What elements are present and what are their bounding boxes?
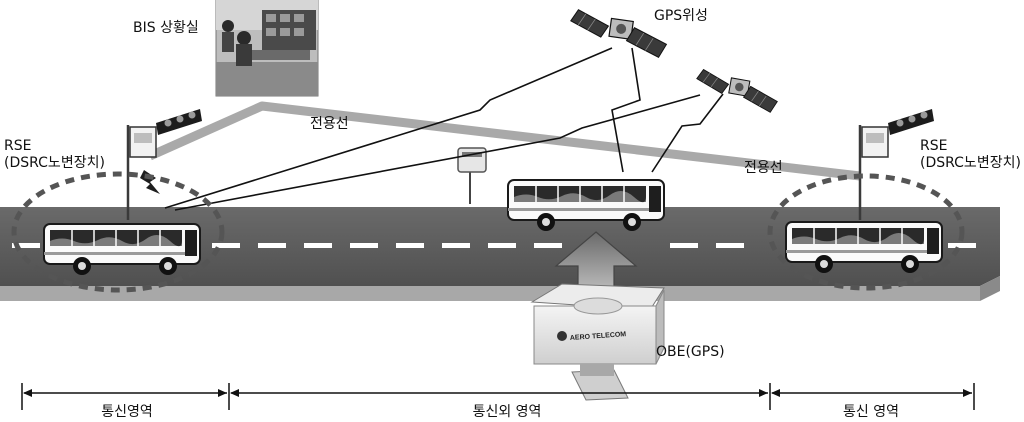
rse-label-left-line1: RSE (4, 138, 32, 154)
rse-label-right: RSE (DSRC노변장치) (920, 138, 1021, 172)
obe-device: AERO TELECOM (530, 283, 665, 401)
wireless-links (164, 47, 724, 211)
gps-satellite-label: GPS위성 (654, 8, 708, 24)
rse-label-left: RSE (DSRC노변장치) (4, 138, 105, 172)
rse-label-left-line2: (DSRC노변장치) (4, 155, 105, 171)
control-room-photo (215, 0, 319, 97)
dedicated-line-label-right: 전용선 (744, 160, 783, 176)
zone-label-left: 통신영역 (66, 401, 188, 421)
rse-label-right-line2: (DSRC노변장치) (920, 155, 1021, 171)
dedicated-line-label-left: 전용선 (310, 116, 349, 132)
satellite-icon (692, 68, 782, 114)
rse-unit-left (126, 107, 204, 222)
dedicated-line-cable (148, 101, 861, 181)
rse-label-right-line1: RSE (920, 138, 948, 154)
zone-label-middle: 통신외 영역 (446, 401, 568, 421)
obe-brand-text: AERO TELECOM (570, 331, 627, 342)
dsrc-coverage-left (11, 171, 225, 293)
dsrc-coverage-right (767, 173, 965, 291)
zone-label-right: 통신 영역 (810, 401, 932, 421)
lane-dashes (12, 243, 976, 248)
obe-label: OBE(GPS) (656, 344, 725, 360)
dsrc-signal-icon (140, 170, 160, 194)
zone-dimension-lines (21, 383, 975, 410)
control-room-label: BIS 상황실 (133, 20, 199, 36)
